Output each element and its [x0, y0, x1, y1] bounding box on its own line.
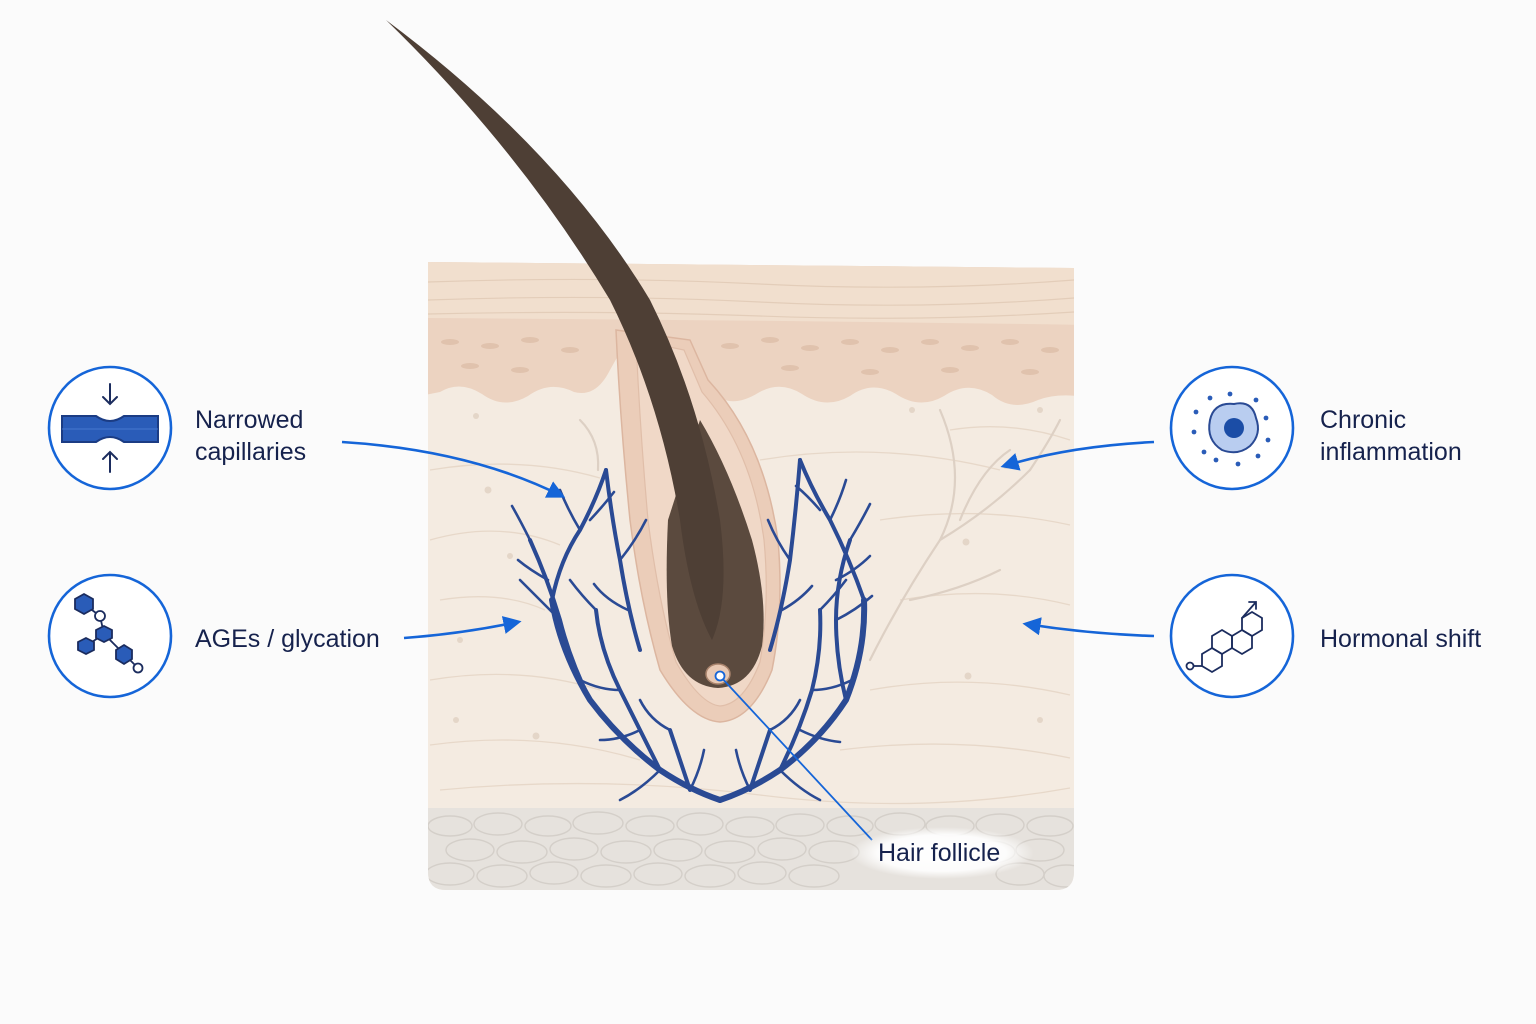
corneum-lines [428, 278, 1074, 319]
follicle-pointer-dot [714, 670, 726, 682]
factor-chronic-inflammation: Chronic inflammation [1000, 365, 1462, 491]
factor-label-line2: inflammation [1320, 438, 1462, 466]
hair-shaft [386, 20, 724, 640]
inflamed-cell-icon [1191, 391, 1271, 467]
factor-label-line2: capillaries [195, 438, 306, 466]
factor-label: Hormonal shift [1320, 625, 1481, 653]
factor-narrowed-capillaries: Narrowed capillaries [47, 365, 566, 498]
follicle-pointer-line [719, 675, 873, 841]
molecule-chain-icon [74, 592, 144, 674]
factor-ages-glycation: AGEs / glycation [47, 573, 522, 699]
skin-cross-section [428, 262, 1074, 890]
factor-arrow [1000, 440, 1155, 471]
epidermal-cells [441, 337, 1059, 375]
capillary-network [510, 458, 874, 803]
factor-arrow [1022, 617, 1155, 638]
narrowed-capillary-icon [61, 383, 159, 473]
steroid-molecule-icon [1185, 601, 1263, 674]
factor-arrow [341, 440, 566, 498]
factor-label-line1: Narrowed [195, 406, 303, 434]
factor-label: AGEs / glycation [195, 625, 380, 653]
dermis-fibres [429, 426, 1071, 805]
pale-vessels [578, 408, 1062, 662]
stratum-corneum [428, 262, 1074, 325]
follicle-label-backdrop [850, 827, 1034, 879]
factor-label-line1: Chronic [1320, 406, 1406, 434]
factor-hormonal-shift: Hormonal shift [1022, 573, 1481, 699]
factor-arrow [403, 616, 522, 640]
follicle-label: Hair follicle [878, 839, 1000, 867]
